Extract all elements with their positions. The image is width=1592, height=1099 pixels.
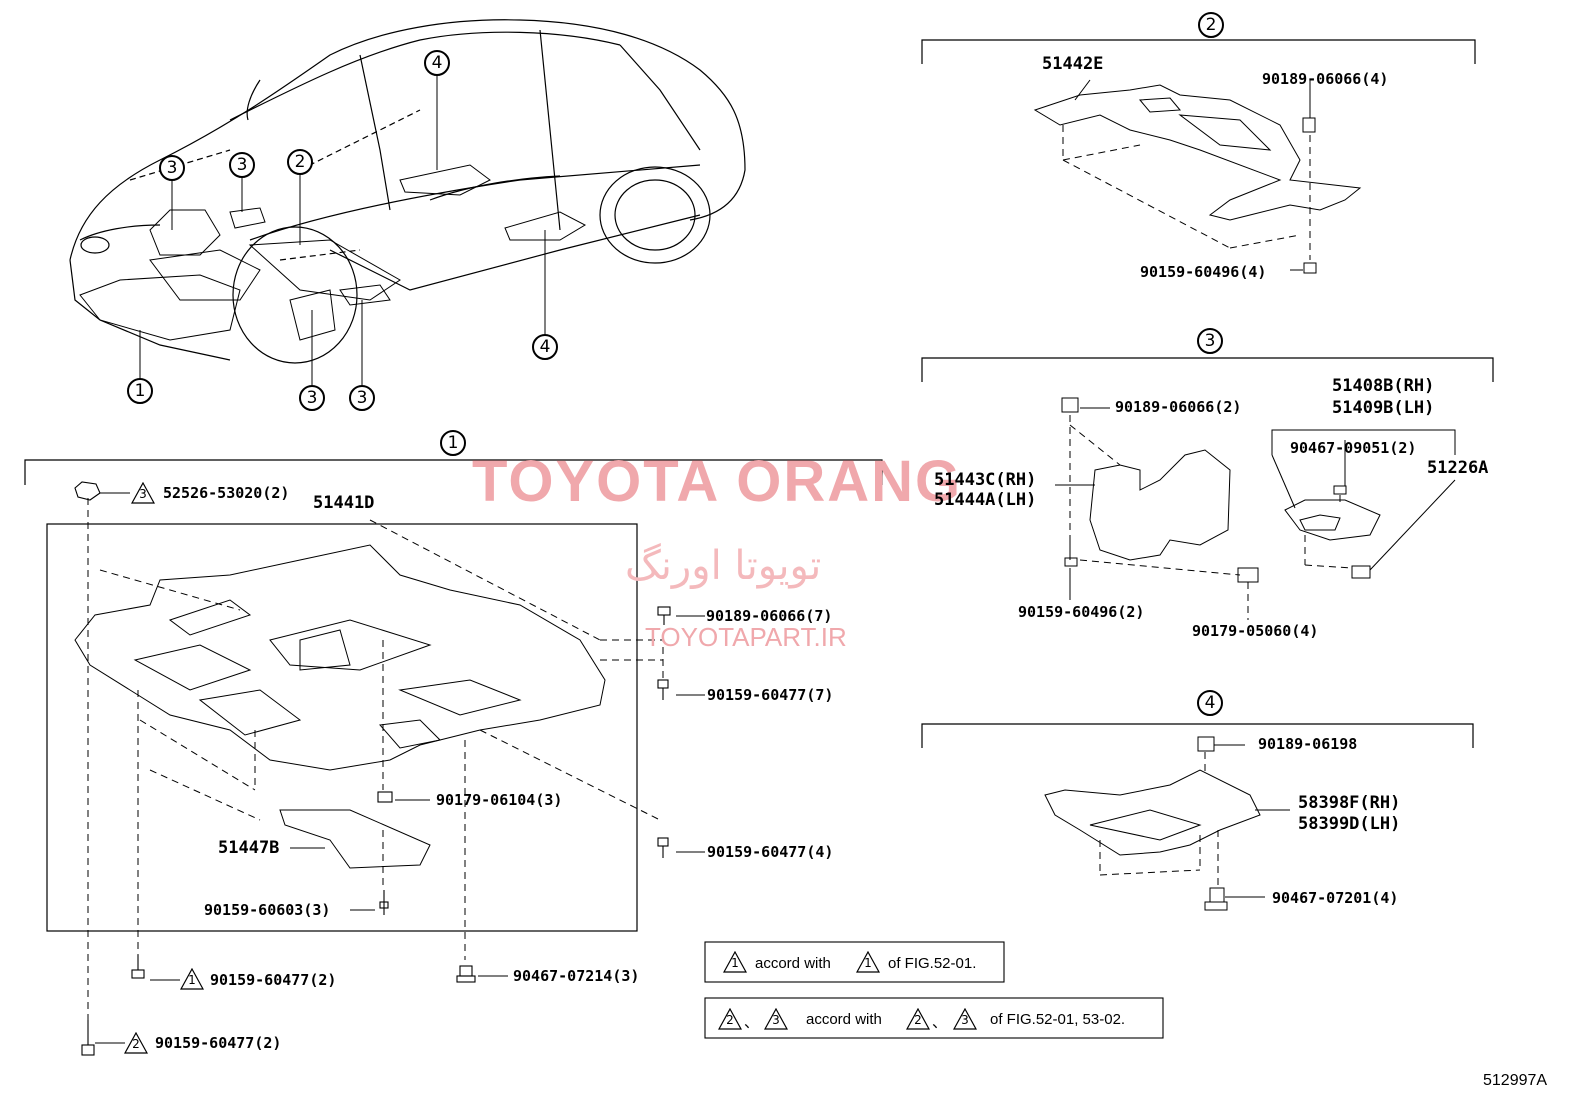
note2-triangle-b-icon: 3 (764, 1008, 788, 1030)
car-illustration (69, 19, 746, 364)
note2-separator-a: 、 (744, 1014, 760, 1031)
part-58398F-RH[interactable]: 58398F(RH) (1298, 793, 1401, 813)
part-51447B[interactable]: 51447B (218, 838, 280, 858)
section3-leaders (1055, 407, 1456, 620)
part-51443C-RH[interactable]: 51443C(RH) (934, 470, 1037, 490)
part-90189-06198[interactable]: 90189-06198 (1258, 735, 1358, 753)
section4-dashes (1099, 752, 1219, 888)
note-boxes (704, 941, 1164, 1039)
part-51409B-LH[interactable]: 51409B(LH) (1332, 398, 1435, 418)
note1-triangle-b-icon: 1 (856, 951, 880, 973)
callout-3-car-d: 3 (349, 385, 375, 411)
car-panels (79, 164, 587, 341)
part-90159-60477-s1a[interactable]: 90159-60477(7) (707, 686, 834, 704)
car-callout-leaders (139, 75, 546, 385)
note1-text-a: accord with (755, 955, 831, 972)
section1-undercover (74, 544, 606, 869)
part-90189-06066-s2[interactable]: 90189-06066(4) (1262, 70, 1389, 88)
part-51408B-RH[interactable]: 51408B(RH) (1332, 376, 1435, 396)
part-51441D[interactable]: 51441D (313, 493, 375, 513)
section2-bracket (921, 39, 1476, 64)
section2-header: 2 (1198, 12, 1224, 38)
note2-triangle-a-icon: 2 (718, 1008, 742, 1030)
section4-bracket (921, 723, 1474, 748)
note2-triangle-d-icon: 3 (953, 1008, 977, 1030)
triangle-note-1-icon: 1 (180, 968, 204, 990)
callout-3-car-a: 3 (159, 155, 185, 181)
part-90189-06066-s3[interactable]: 90189-06066(2) (1115, 398, 1242, 416)
callout-1-car: 1 (127, 378, 153, 404)
part-51226A[interactable]: 51226A (1427, 458, 1489, 478)
part-51444A-LH[interactable]: 51444A(LH) (934, 490, 1037, 510)
section2-dashes (1062, 125, 1311, 260)
note2-text-b: of FIG.52-01, 53-02. (990, 1011, 1126, 1028)
watermark-brand: TOYOTA ORANG (472, 449, 963, 514)
section4-header: 4 (1197, 690, 1223, 716)
callout-4-car-b: 4 (532, 334, 558, 360)
note1-triangle-a-icon: 1 (723, 951, 747, 973)
triangle-note-3-icon: 3 (131, 482, 155, 504)
note2-separator-b: 、 (932, 1014, 948, 1031)
callout-4-car-a: 4 (424, 50, 450, 76)
part-90159-60496-s3[interactable]: 90159-60496(2) (1018, 603, 1145, 621)
triangle-note-2-icon: 2 (124, 1032, 148, 1054)
part-51442E[interactable]: 51442E (1042, 54, 1104, 74)
part-90159-60477-tri1[interactable]: 90159-60477(2) (210, 971, 337, 989)
watermark-url: TOYOTAPART.IR (645, 622, 847, 652)
callout-2-car: 2 (287, 149, 313, 175)
part-90467-07214[interactable]: 90467-07214(3) (513, 967, 640, 985)
part-90179-06104[interactable]: 90179-06104(3) (436, 791, 563, 809)
part-52526-53020[interactable]: 52526-53020(2) (163, 484, 290, 502)
watermark-persian: تویوتا اورنگ (625, 543, 822, 589)
part-90467-07201[interactable]: 90467-07201(4) (1272, 889, 1399, 907)
section3-parts (1061, 397, 1381, 583)
part-90189-06066-s1[interactable]: 90189-06066(7) (706, 607, 833, 625)
section1-brackets (24, 459, 883, 932)
note2-triangle-c-icon: 2 (906, 1008, 930, 1030)
section4-panel (1044, 736, 1261, 911)
section1-leaders (95, 492, 705, 1044)
part-90159-60477-s1b[interactable]: 90159-60477(4) (707, 843, 834, 861)
callout-3-car-b: 3 (229, 152, 255, 178)
part-90159-60496-s2[interactable]: 90159-60496(4) (1140, 263, 1267, 281)
part-90179-05060[interactable]: 90179-05060(4) (1192, 622, 1319, 640)
part-90159-60603[interactable]: 90159-60603(3) (204, 901, 331, 919)
section1-header: 1 (440, 430, 466, 456)
section1-dashes (87, 498, 664, 1020)
part-58399D-LH[interactable]: 58399D(LH) (1298, 814, 1401, 834)
section3-bracket (921, 357, 1494, 382)
section2-fasteners-leaders (1074, 79, 1317, 274)
part-90467-09051[interactable]: 90467-09051(2) (1290, 439, 1417, 457)
note2-text-a: accord with (806, 1011, 882, 1028)
callout-3-car-c: 3 (299, 385, 325, 411)
section3-dashes (1069, 415, 1353, 620)
figure-id: 512997A (1483, 1072, 1548, 1089)
note1-text-b: of FIG.52-01. (888, 955, 977, 972)
part-90159-60477-tri2[interactable]: 90159-60477(2) (155, 1034, 282, 1052)
section4-leaders (1214, 744, 1290, 898)
section1-fasteners (74, 481, 671, 1056)
section2-panel (1033, 84, 1362, 221)
section3-header: 3 (1197, 328, 1223, 354)
